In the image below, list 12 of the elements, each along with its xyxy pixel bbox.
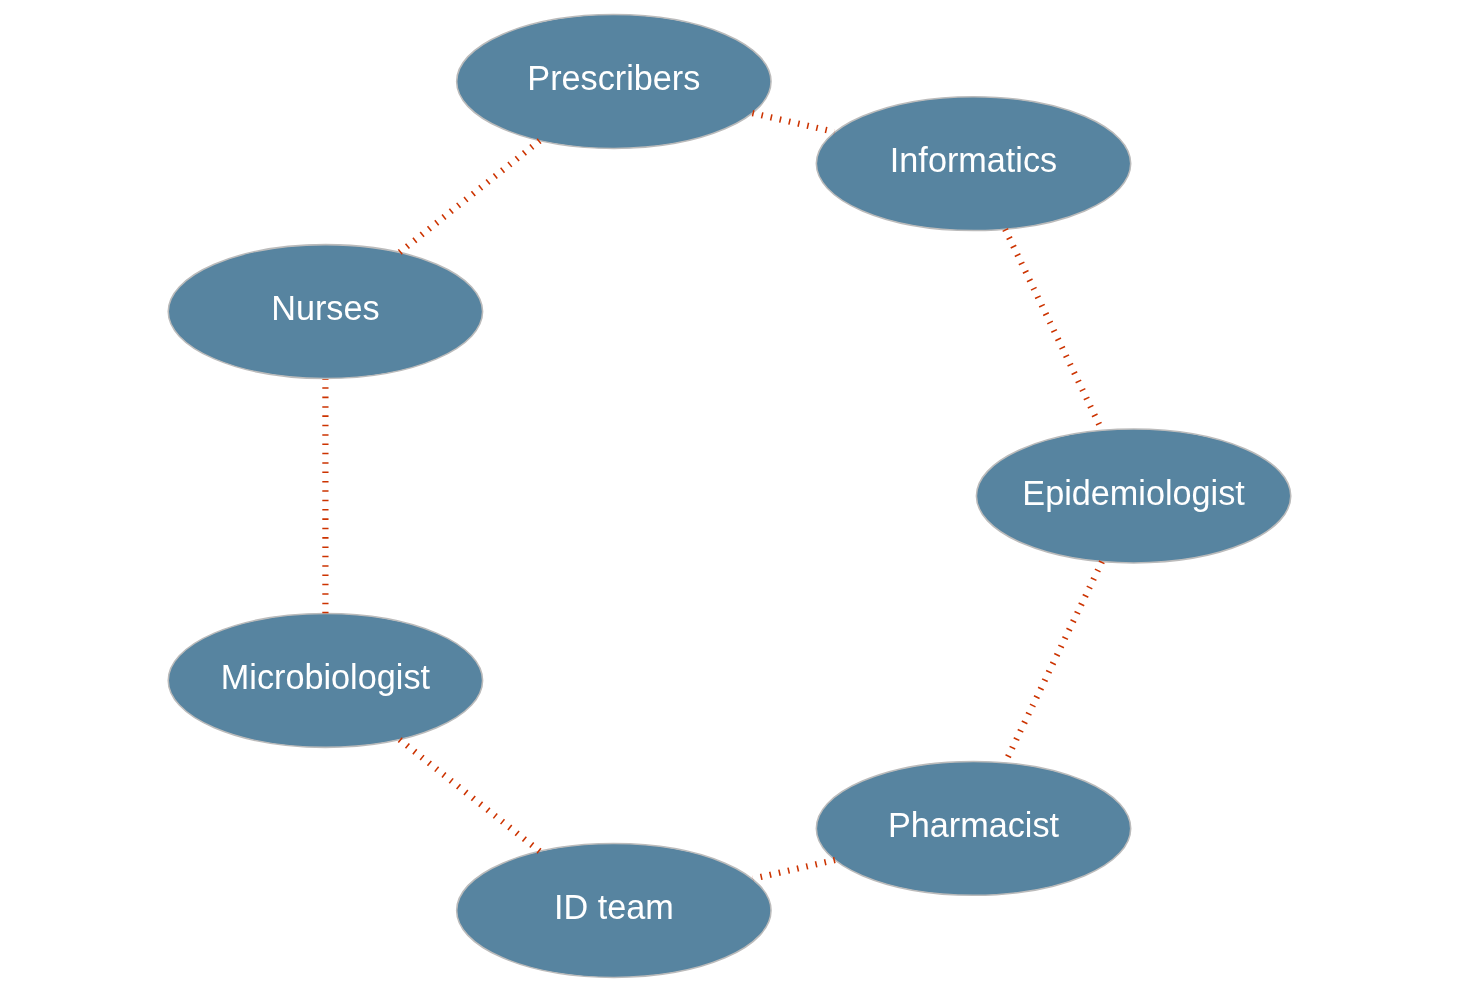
- node-ellipse: Nurses: [167, 243, 484, 380]
- node-ellipse: ID team: [455, 842, 772, 979]
- connector: [752, 856, 836, 882]
- connector: [397, 138, 542, 255]
- node-ellipse: Microbiologist: [167, 612, 484, 749]
- node-ellipse: Pharmacist: [815, 760, 1132, 897]
- connector: [397, 737, 542, 854]
- node-ellipse: Informatics: [815, 95, 1132, 232]
- connector: [322, 378, 329, 614]
- node-ellipse: Epidemiologist: [975, 428, 1292, 564]
- node-ellipse: Prescribers: [455, 13, 772, 150]
- connector: [751, 110, 836, 135]
